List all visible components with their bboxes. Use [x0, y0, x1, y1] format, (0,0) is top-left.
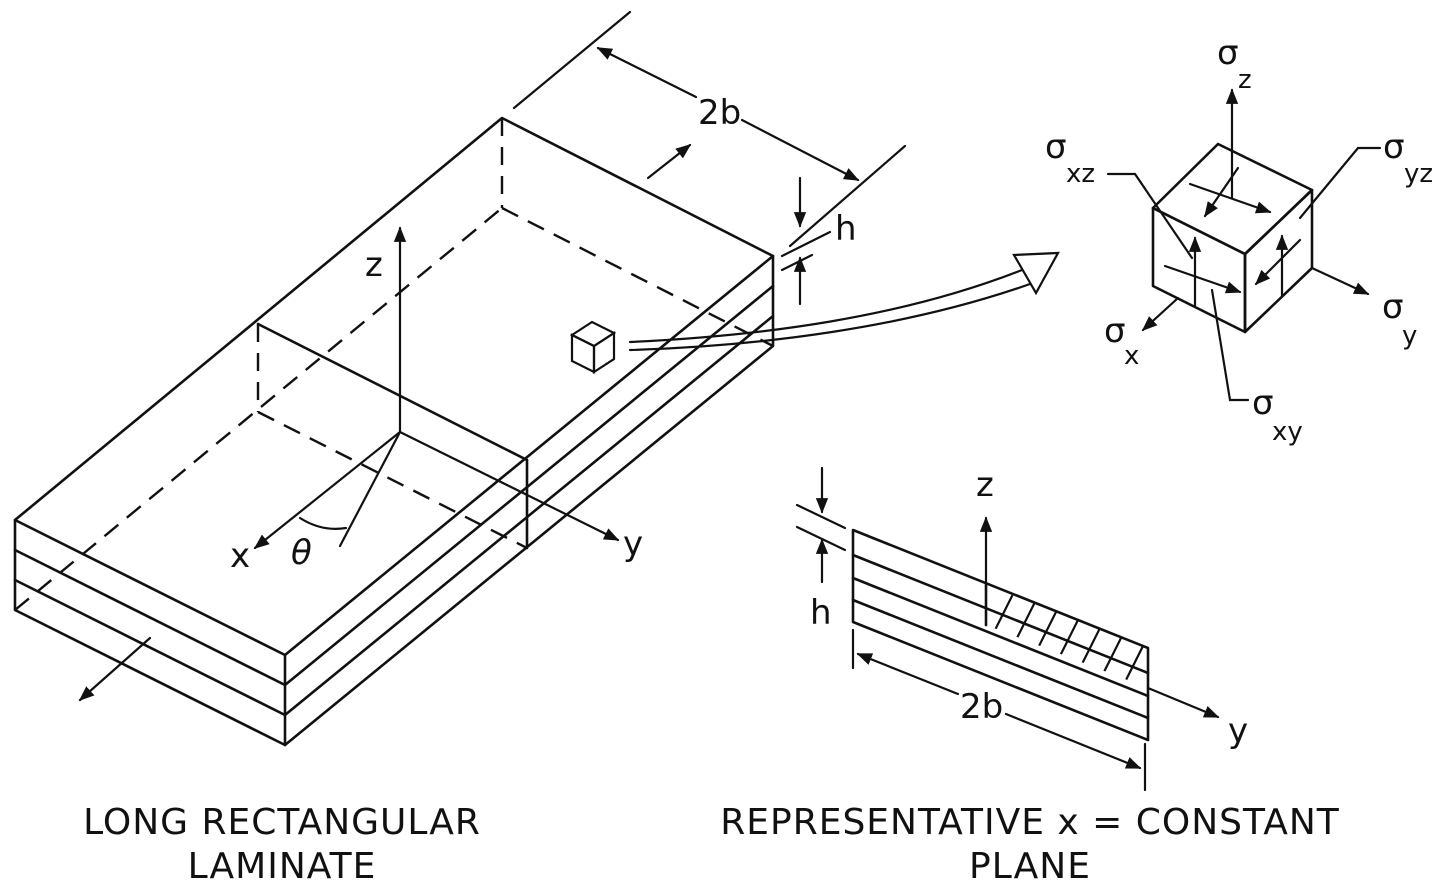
- section-ply-2: [851, 576, 1150, 698]
- thickness-extension-top: [780, 230, 832, 258]
- section-ply-1: [851, 553, 1150, 675]
- sigma-z-symbol: σ: [1217, 33, 1239, 73]
- sigma-x-subscript: x: [1124, 341, 1139, 371]
- callout-arrow: [628, 251, 1060, 352]
- sigma-xy-leader: [1210, 288, 1250, 402]
- shear-arrow-side-2: [1254, 238, 1302, 286]
- width-direction-arrow: [646, 143, 692, 180]
- sigma-yz-leader: [1298, 146, 1382, 220]
- laminate-front-outline: [13, 518, 287, 747]
- x-direction-arrow-front: [78, 636, 152, 702]
- width-dim-line-b: [740, 118, 860, 182]
- laminate-z-label: z: [365, 245, 383, 285]
- sigma-x-symbol: σ: [1104, 311, 1126, 351]
- sigma-x-arrow: [1141, 296, 1180, 332]
- ply-line-front-2: [13, 578, 287, 717]
- sigma-y-arrow: [1310, 266, 1370, 296]
- hidden-left-bottom: [14, 207, 503, 611]
- shear-arrow-top-2: [1188, 182, 1272, 214]
- caption-left-line1: LONG RECTANGULAR: [83, 802, 481, 843]
- caption-right-line1: REPRESENTATIVE x = CONSTANT: [720, 802, 1340, 843]
- hidden-back-bottom: [501, 206, 774, 348]
- stress-element-cube-small: [569, 320, 617, 375]
- width-extension-right: [788, 144, 907, 248]
- sigma-xz-leader: [1106, 172, 1194, 260]
- width-dim-line-a: [596, 46, 698, 99]
- laminate-side-outline: [283, 254, 775, 747]
- theta-label: θ: [291, 533, 312, 573]
- stress-element: σ z σ xz σ yz σ x σ y σ xy: [1045, 33, 1433, 447]
- section-z-label: z: [976, 465, 994, 505]
- sigma-y-subscript: y: [1402, 321, 1417, 351]
- thickness-dimension: h: [780, 176, 857, 306]
- width-label: 2b: [698, 93, 741, 133]
- section-y-arrow: [1146, 686, 1220, 719]
- section-y-label: y: [1228, 711, 1248, 751]
- section-outline: [851, 528, 1150, 742]
- shear-arrow-front-2: [1163, 264, 1242, 294]
- width-dimension: 2b: [512, 10, 907, 248]
- y-axis-arrow: [398, 430, 620, 542]
- section-view: z y h 2b: [795, 465, 1248, 792]
- sigma-xz-subscript: xz: [1066, 159, 1095, 189]
- sigma-z-subscript: z: [1238, 65, 1252, 95]
- fiber-direction-line: [338, 430, 402, 548]
- laminate-solid: [13, 116, 1060, 747]
- caption-left-line2: LAMINATE: [188, 846, 377, 887]
- section-2b-line-b: [1004, 712, 1142, 770]
- laminate-x-label: x: [230, 536, 250, 576]
- sigma-y-symbol: σ: [1382, 287, 1404, 327]
- theta-arc: [298, 516, 348, 530]
- laminate-top-face: [13, 116, 775, 657]
- sigma-yz-symbol: σ: [1383, 127, 1405, 167]
- laminate-axes: z x y θ: [78, 226, 643, 702]
- sigma-xy-symbol: σ: [1252, 383, 1274, 423]
- sigma-xy-subscript: xy: [1272, 417, 1303, 447]
- caption-right-line2: PLANE: [969, 846, 1091, 887]
- section-2b-line-a: [856, 652, 960, 696]
- thickness-extension-bottom: [780, 253, 814, 272]
- sigma-yz-subscript: yz: [1404, 159, 1433, 189]
- ply-line-side-1: [283, 284, 775, 687]
- ply-line-side-2: [283, 314, 775, 717]
- sigma-xz-symbol: σ: [1045, 127, 1067, 167]
- section-hatch: [988, 585, 1148, 688]
- section-ply-3: [851, 598, 1150, 720]
- laminate-y-label: y: [623, 524, 643, 564]
- element-front-face: [1151, 206, 1247, 334]
- section-h-extension-top: [795, 503, 847, 530]
- x-axis-arrow: [253, 430, 402, 550]
- section-2b-label: 2b: [960, 687, 1003, 727]
- width-extension-left: [512, 10, 632, 110]
- section-cut-top: [256, 322, 529, 462]
- section-h-label: h: [810, 593, 832, 633]
- section-cut-hidden-bottom: [257, 410, 528, 550]
- thickness-label: h: [835, 209, 857, 249]
